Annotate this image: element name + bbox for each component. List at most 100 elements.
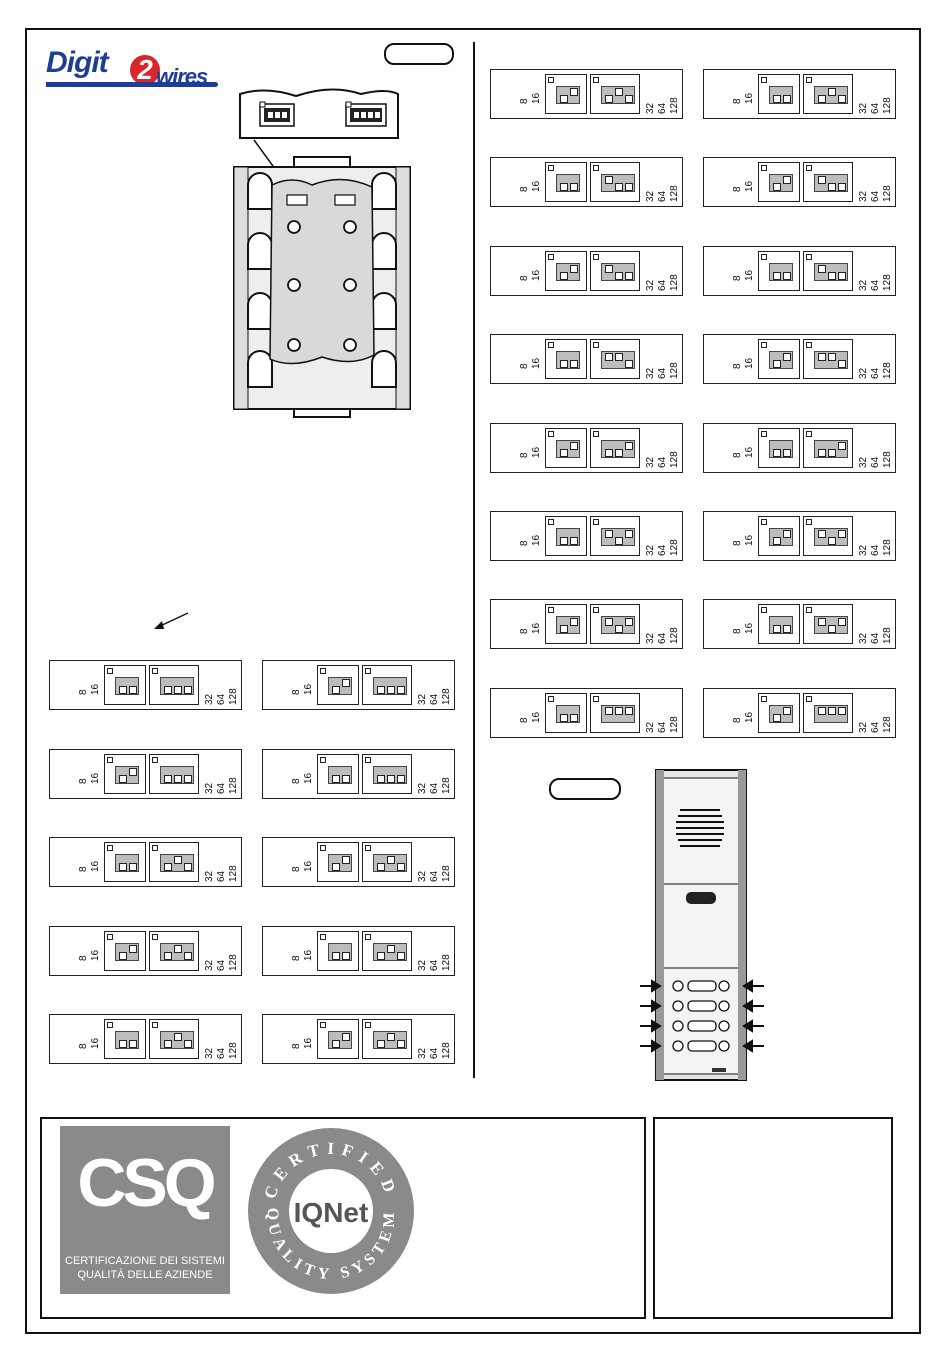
dip-lever: [129, 1040, 137, 1048]
label-128: 128: [228, 776, 239, 794]
switch-body: [328, 765, 352, 784]
label-128: 128: [669, 539, 680, 556]
label-128: 128: [669, 97, 680, 114]
dip-switch-high: [590, 339, 640, 380]
pin1-marker: [107, 845, 113, 851]
pin1-marker: [761, 430, 767, 437]
pin1-marker: [761, 253, 767, 260]
dip-lever: [625, 441, 633, 450]
dip-lever: [838, 360, 846, 369]
dip-lever: [615, 183, 623, 192]
label-pill-top: [384, 43, 454, 65]
label-32: 32: [645, 721, 656, 733]
dip-lever: [174, 774, 182, 783]
label-8: 8: [732, 98, 743, 104]
dip-lever: [397, 863, 405, 871]
dip-lever: [184, 774, 192, 783]
button-module-board: [233, 156, 411, 418]
dip-lever: [625, 618, 633, 627]
label-8: 8: [78, 777, 89, 784]
label-64: 64: [657, 456, 668, 468]
label-16: 16: [303, 683, 314, 695]
dip-lever: [342, 951, 350, 960]
label-32: 32: [417, 693, 428, 705]
label-8: 8: [519, 363, 530, 370]
dip-switch-high: [590, 427, 640, 468]
pin1-marker: [152, 668, 158, 674]
dip-lever: [625, 530, 633, 538]
label-8: 8: [291, 777, 302, 784]
dip-switch-low: [545, 516, 587, 556]
pin1-marker: [365, 756, 371, 763]
label-32: 32: [858, 456, 869, 468]
dip-lever: [397, 1040, 405, 1048]
label-32: 32: [645, 456, 656, 468]
dip-switch-high: [149, 930, 199, 971]
dip-lever: [560, 95, 568, 103]
switch-body: [373, 677, 407, 695]
switch-body: [115, 854, 139, 872]
label-64: 64: [870, 456, 881, 468]
label-128: 128: [882, 539, 893, 556]
label-16: 16: [303, 1037, 314, 1049]
pin1-marker: [320, 933, 326, 940]
pin1-marker: [593, 77, 599, 83]
switch-body: [814, 528, 848, 546]
label-16: 16: [744, 534, 755, 546]
dip-lever: [164, 863, 172, 871]
label-64: 64: [657, 191, 668, 203]
label-128: 128: [882, 627, 893, 645]
pin1-marker: [107, 668, 113, 674]
label-8: 8: [78, 866, 89, 872]
dip-lever: [119, 1040, 127, 1048]
dip-switch-low: [545, 604, 587, 645]
label-8: 8: [519, 452, 530, 458]
switch-body: [769, 704, 793, 723]
dip-lever: [783, 706, 791, 715]
label-32: 32: [858, 368, 869, 380]
pin1-marker: [593, 607, 599, 614]
label-128: 128: [882, 97, 893, 114]
pin1-marker: [152, 756, 158, 763]
dip-lever: [377, 686, 385, 694]
label-32: 32: [645, 544, 656, 556]
label-16: 16: [90, 1037, 101, 1049]
pin1-marker: [320, 756, 326, 763]
pin1-marker: [548, 695, 554, 702]
dip-switch-low: [104, 753, 146, 794]
switch-body: [556, 351, 580, 370]
label-8: 8: [519, 717, 530, 723]
dip-lever: [164, 1040, 172, 1048]
dip-lever: [625, 271, 633, 280]
dip-switch-high: [362, 930, 412, 971]
dip-switch-low: [758, 250, 800, 291]
dip-lever: [828, 706, 836, 715]
label-8: 8: [732, 717, 743, 723]
label-128: 128: [669, 450, 680, 468]
dip-lever: [828, 625, 836, 634]
dip-lever: [625, 360, 633, 369]
label-64: 64: [216, 693, 227, 705]
dip-switch-low: [758, 162, 800, 203]
label-128: 128: [441, 776, 452, 794]
switch-body: [769, 616, 793, 635]
label-8: 8: [732, 452, 743, 458]
dip-lever: [828, 537, 836, 545]
label-64: 64: [657, 368, 668, 380]
dip-lever: [605, 448, 613, 457]
pin1-marker: [365, 845, 371, 851]
dip-lever: [119, 863, 127, 871]
dip-lever: [387, 1033, 395, 1041]
dip-lever: [570, 183, 578, 192]
switch-body: [115, 1031, 139, 1049]
label-128: 128: [228, 1042, 239, 1059]
dip-lever: [332, 686, 340, 694]
label-8: 8: [519, 186, 530, 193]
